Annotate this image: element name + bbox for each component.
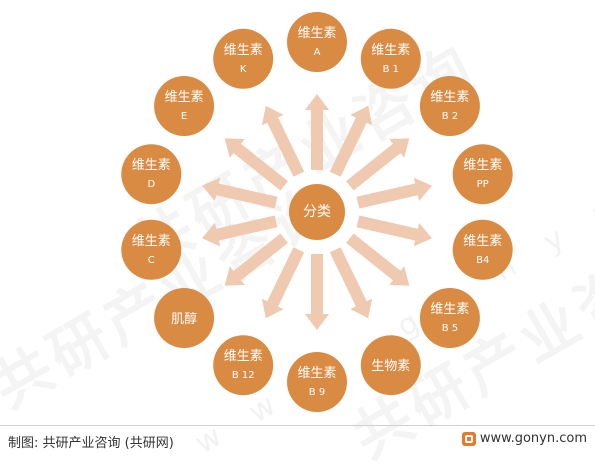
category-node: 维生素 D	[121, 144, 182, 205]
arrow	[346, 233, 410, 286]
arrow	[346, 138, 410, 191]
category-label: 维生素	[132, 158, 171, 173]
category-sublabel: B 9	[309, 387, 325, 398]
category-label: 维生素	[463, 158, 502, 173]
category-circle	[154, 288, 215, 348]
arrow	[305, 254, 329, 330]
arrow	[305, 94, 329, 170]
arrow	[261, 105, 305, 177]
footer-source: 制图: 共研产业咨询 (共研网)	[8, 436, 174, 451]
arrow	[356, 177, 432, 209]
category-label: 肌醇	[171, 311, 197, 327]
category-node: 生物素	[360, 335, 421, 396]
category-circle	[452, 219, 513, 280]
arrow	[224, 233, 288, 286]
category-circle	[419, 288, 480, 348]
category-circle	[360, 28, 421, 89]
arrows-group	[202, 94, 432, 330]
arrow	[224, 138, 288, 191]
category-node: 维生素 B4	[452, 219, 513, 280]
category-circle	[419, 76, 480, 136]
category-node: 维生素 B 12	[213, 335, 274, 396]
footer-divider	[0, 425, 595, 426]
arrow	[261, 247, 305, 319]
category-label: 维生素	[224, 349, 263, 364]
category-circle	[452, 144, 513, 205]
category-node: 肌醇	[154, 288, 215, 348]
gonyn-logo-icon	[461, 431, 476, 446]
arrow	[329, 247, 373, 319]
category-label: 生物素	[371, 359, 410, 374]
category-node: 维生素 B 9	[287, 352, 347, 412]
center-circle	[289, 184, 345, 240]
category-node: 维生素 B 5	[419, 288, 480, 348]
category-sublabel: B 5	[442, 323, 458, 334]
category-label: 维生素	[430, 302, 469, 317]
category-node: 维生素 A	[287, 12, 347, 72]
category-label: 维生素	[371, 43, 410, 58]
category-node: 维生素 PP	[452, 144, 513, 205]
arrow	[356, 215, 432, 247]
category-sublabel: B 12	[232, 370, 255, 381]
category-circle	[154, 76, 215, 136]
category-node: 维生素 K	[213, 28, 274, 89]
category-sublabel: B 2	[442, 111, 458, 122]
category-circle	[213, 28, 274, 89]
category-sublabel: K	[240, 64, 247, 75]
category-label: 维生素	[165, 90, 204, 105]
category-sublabel: D	[147, 179, 155, 190]
category-circle	[121, 144, 182, 205]
category-circle	[121, 219, 182, 280]
category-label: 维生素	[463, 234, 502, 249]
category-sublabel: E	[181, 111, 187, 122]
category-sublabel: B 1	[383, 64, 399, 75]
category-node: 维生素 C	[121, 219, 182, 280]
footer-site-text: www.gonyn.com	[479, 431, 587, 446]
nodes-group: 维生素 A 维生素 B 1 维生素 B 2 维生素 PP 维生素 B4 维生素 B 5 生物素 维生素 B …	[121, 12, 513, 412]
arrow	[202, 215, 278, 247]
center-node: 分类	[289, 184, 345, 240]
category-sublabel: A	[314, 47, 321, 58]
category-circle	[213, 335, 274, 396]
category-label: 维生素	[224, 43, 263, 58]
arrow	[329, 105, 373, 177]
category-label: 维生素	[297, 26, 336, 41]
category-node: 维生素 B 2	[419, 76, 480, 136]
category-sublabel: B4	[476, 255, 489, 266]
category-label: 维生素	[430, 90, 469, 105]
category-label: 维生素	[132, 234, 171, 249]
category-node: 维生素 E	[154, 76, 215, 136]
category-circle	[360, 335, 421, 396]
category-circle	[287, 352, 347, 412]
footer-site: www.gonyn.com	[461, 431, 587, 446]
category-node: 维生素 B 1	[360, 28, 421, 89]
category-circle	[287, 12, 347, 72]
category-sublabel: C	[148, 255, 155, 266]
category-sublabel: PP	[477, 179, 489, 190]
arrow	[202, 177, 278, 209]
category-label: 维生素	[297, 366, 336, 381]
